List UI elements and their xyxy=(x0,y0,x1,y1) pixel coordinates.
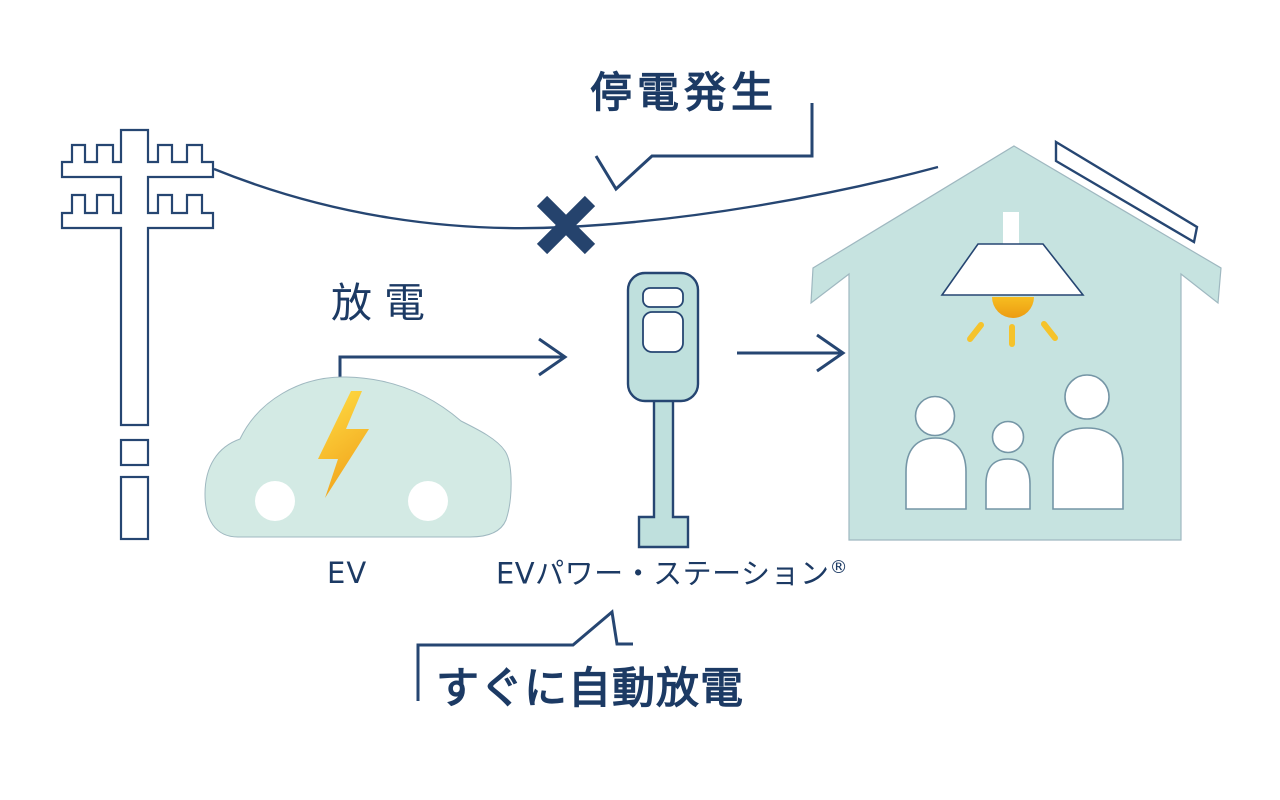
light-glow-icon xyxy=(992,297,1034,318)
outage-label: 停電発生 xyxy=(590,68,779,117)
flow-arrow-icon xyxy=(737,333,846,373)
ev-car-icon xyxy=(204,376,512,538)
outage-x-icon xyxy=(536,195,596,255)
discharge-label: 放電 xyxy=(331,279,437,327)
lightning-bolt-icon xyxy=(318,391,369,498)
person-icon xyxy=(985,420,1031,510)
station-label-text: EVパワー・ステーション xyxy=(495,556,830,591)
utility-pole-icon xyxy=(60,128,215,541)
ev-power-station-icon xyxy=(626,271,700,549)
station-label: EVパワー・ステーション® xyxy=(496,559,848,589)
ceiling-lamp-icon xyxy=(940,212,1085,296)
person-icon xyxy=(905,395,967,510)
person-icon xyxy=(1052,374,1124,510)
family-icon xyxy=(905,374,1124,510)
house-icon xyxy=(810,139,1222,541)
solar-panel-icon xyxy=(1054,139,1199,244)
discharge-arrow-icon xyxy=(338,337,568,378)
auto-discharge-label: すぐに自動放電 xyxy=(436,664,744,714)
ev-label: EV xyxy=(327,556,368,590)
wheel-icon xyxy=(408,481,448,521)
wheel-icon xyxy=(255,481,295,521)
registered-mark: ® xyxy=(829,557,849,578)
outage-callout-line xyxy=(594,103,814,192)
light-rays-icon xyxy=(967,321,1058,347)
auto-discharge-callout-line xyxy=(416,609,633,701)
